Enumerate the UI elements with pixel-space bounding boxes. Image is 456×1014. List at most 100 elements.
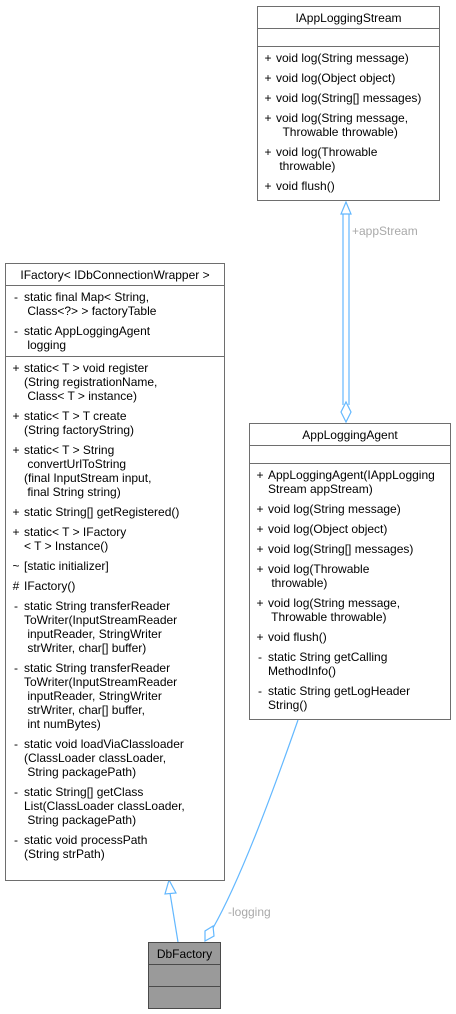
app-stream-association <box>340 200 352 424</box>
visibility-marker: + <box>264 111 272 125</box>
visibility-marker: # <box>12 579 20 593</box>
visibility-marker: - <box>14 290 18 304</box>
method-signature: static< T > T create (String factoryStri… <box>24 409 135 437</box>
method-signature: AppLoggingAgent(IAppLogging Stream appSt… <box>268 468 435 496</box>
method-row: + AppLoggingAgent(IAppLogging Stream appS… <box>250 468 450 496</box>
method-row: + void log(Throwable throwable) <box>258 145 439 173</box>
method-row: +void log(String[] messages) <box>258 91 439 105</box>
class-title: DbFactory <box>149 943 220 965</box>
attribute-row: -static final Map< String, Class<?> > fa… <box>6 290 224 318</box>
visibility-marker: + <box>256 468 264 482</box>
method-row: + void log(Object object) <box>258 71 439 85</box>
visibility-marker: - <box>14 833 18 847</box>
method-signature: void log(Object object) <box>276 71 396 85</box>
visibility-marker: + <box>264 71 272 85</box>
app-stream-label: +appStream <box>352 224 418 238</box>
method-signature: void flush() <box>276 179 335 193</box>
methods-section <box>149 987 220 991</box>
method-row: + static< T > void register (String regis… <box>6 361 224 403</box>
method-signature: static< T > void register (String regist… <box>24 361 158 403</box>
method-row: + void log(Throwable throwable) <box>250 562 450 590</box>
method-signature: static void processPath (String strPath) <box>24 833 148 861</box>
attribute-signature: static AppLoggingAgent logging <box>24 324 151 352</box>
visibility-marker: - <box>14 737 18 751</box>
method-row: +void log(String[] messages) <box>250 542 450 556</box>
visibility-marker: + <box>256 502 264 516</box>
visibility-marker: - <box>14 599 18 613</box>
visibility-marker: + <box>264 145 272 159</box>
visibility-marker: + <box>264 51 272 65</box>
visibility-marker: ~ <box>12 559 20 573</box>
method-row: ~[static initializer] <box>6 559 224 573</box>
visibility-marker: - <box>258 684 262 698</box>
inheritance-edge <box>164 878 179 943</box>
method-signature: void log(String message) <box>276 51 409 65</box>
visibility-marker: + <box>264 179 272 193</box>
attributes-section <box>149 965 220 987</box>
method-row: + static String[] getRegistered() <box>6 505 224 519</box>
method-signature: void log(String message, Throwable throw… <box>268 596 401 624</box>
method-signature: static void loadViaClassloader (ClassLoa… <box>24 737 184 779</box>
visibility-marker: + <box>12 409 20 423</box>
attribute-signature: static final Map< String, Class<?> > fac… <box>24 290 157 318</box>
logging-label: -logging <box>228 905 271 919</box>
attributes-section <box>250 446 450 464</box>
logging-association <box>204 719 299 943</box>
visibility-marker: + <box>256 522 264 536</box>
method-signature: static String transferReader ToWriter(In… <box>24 661 178 731</box>
ifactory-class[interactable]: IFactory< IDbConnectionWrapper > -static… <box>5 263 225 881</box>
method-signature: static< T > String convertUrlToString (f… <box>24 443 152 499</box>
method-signature: void flush() <box>268 630 327 644</box>
method-row: + static< T > IFactory < T > Instance() <box>6 525 224 553</box>
method-row: -static String getCalling MethodInfo() <box>250 650 450 678</box>
attributes-section <box>258 29 439 47</box>
method-signature: static String getLogHeader String() <box>268 684 411 712</box>
method-signature: void log(Throwable throwable) <box>276 145 378 173</box>
method-row: + void log(String message) <box>250 502 450 516</box>
methods-section: + AppLoggingAgent(IAppLogging Stream appS… <box>250 464 450 716</box>
method-row: + static< T > T create (String factoryStr… <box>6 409 224 437</box>
method-row: -static String transferReader ToWriter(I… <box>6 599 224 655</box>
iapp-logging-stream-class[interactable]: IAppLoggingStream + void log(String messa… <box>257 6 440 201</box>
class-title: IAppLoggingStream <box>258 7 439 29</box>
method-row: + void flush() <box>258 179 439 193</box>
method-row: -static String transferReader ToWriter(I… <box>6 661 224 731</box>
method-row: -static void processPath (String strPath… <box>6 833 224 861</box>
db-factory-class[interactable]: DbFactory <box>148 942 221 1009</box>
visibility-marker: + <box>12 505 20 519</box>
method-row: + void log(Object object) <box>250 522 450 536</box>
visibility-marker: + <box>12 443 20 457</box>
method-signature: void log(String[] messages) <box>276 91 422 105</box>
method-signature: static String[] getRegistered() <box>24 505 180 519</box>
method-row: -static String[] getClass List(ClassLoad… <box>6 785 224 827</box>
class-title: AppLoggingAgent <box>250 424 450 446</box>
visibility-marker: + <box>256 630 264 644</box>
visibility-marker: + <box>256 596 264 610</box>
visibility-marker: + <box>12 361 20 375</box>
attributes-section: -static final Map< String, Class<?> > fa… <box>6 286 224 357</box>
method-signature: void log(String message, Throwable throw… <box>276 111 409 139</box>
visibility-marker: + <box>256 562 264 576</box>
visibility-marker: + <box>12 525 20 539</box>
method-signature: void log(String message) <box>268 502 401 516</box>
method-row: # IFactory() <box>6 579 224 593</box>
method-signature: static String[] getClass List(ClassLoade… <box>24 785 185 827</box>
methods-section: + static< T > void register (String regis… <box>6 357 224 865</box>
method-row: -static String getLogHeader String() <box>250 684 450 712</box>
method-signature: static String getCalling MethodInfo() <box>268 650 388 678</box>
method-row: + void log(String message) <box>258 51 439 65</box>
visibility-marker: - <box>14 324 18 338</box>
method-signature: void log(String[] messages) <box>268 542 414 556</box>
method-row: -static void loadViaClassloader (ClassLo… <box>6 737 224 779</box>
method-signature: static< T > IFactory < T > Instance() <box>24 525 127 553</box>
method-signature: void log(Throwable throwable) <box>268 562 370 590</box>
method-row: + static< T > String convertUrlToString (… <box>6 443 224 499</box>
visibility-marker: - <box>258 650 262 664</box>
app-logging-agent-class[interactable]: AppLoggingAgent + AppLoggingAgent(IAppLog… <box>249 423 451 720</box>
class-title: IFactory< IDbConnectionWrapper > <box>6 264 224 286</box>
visibility-marker: - <box>14 785 18 799</box>
method-row: + void log(String message, Throwable thro… <box>258 111 439 139</box>
method-signature: void log(Object object) <box>268 522 388 536</box>
method-signature: IFactory() <box>24 579 76 593</box>
